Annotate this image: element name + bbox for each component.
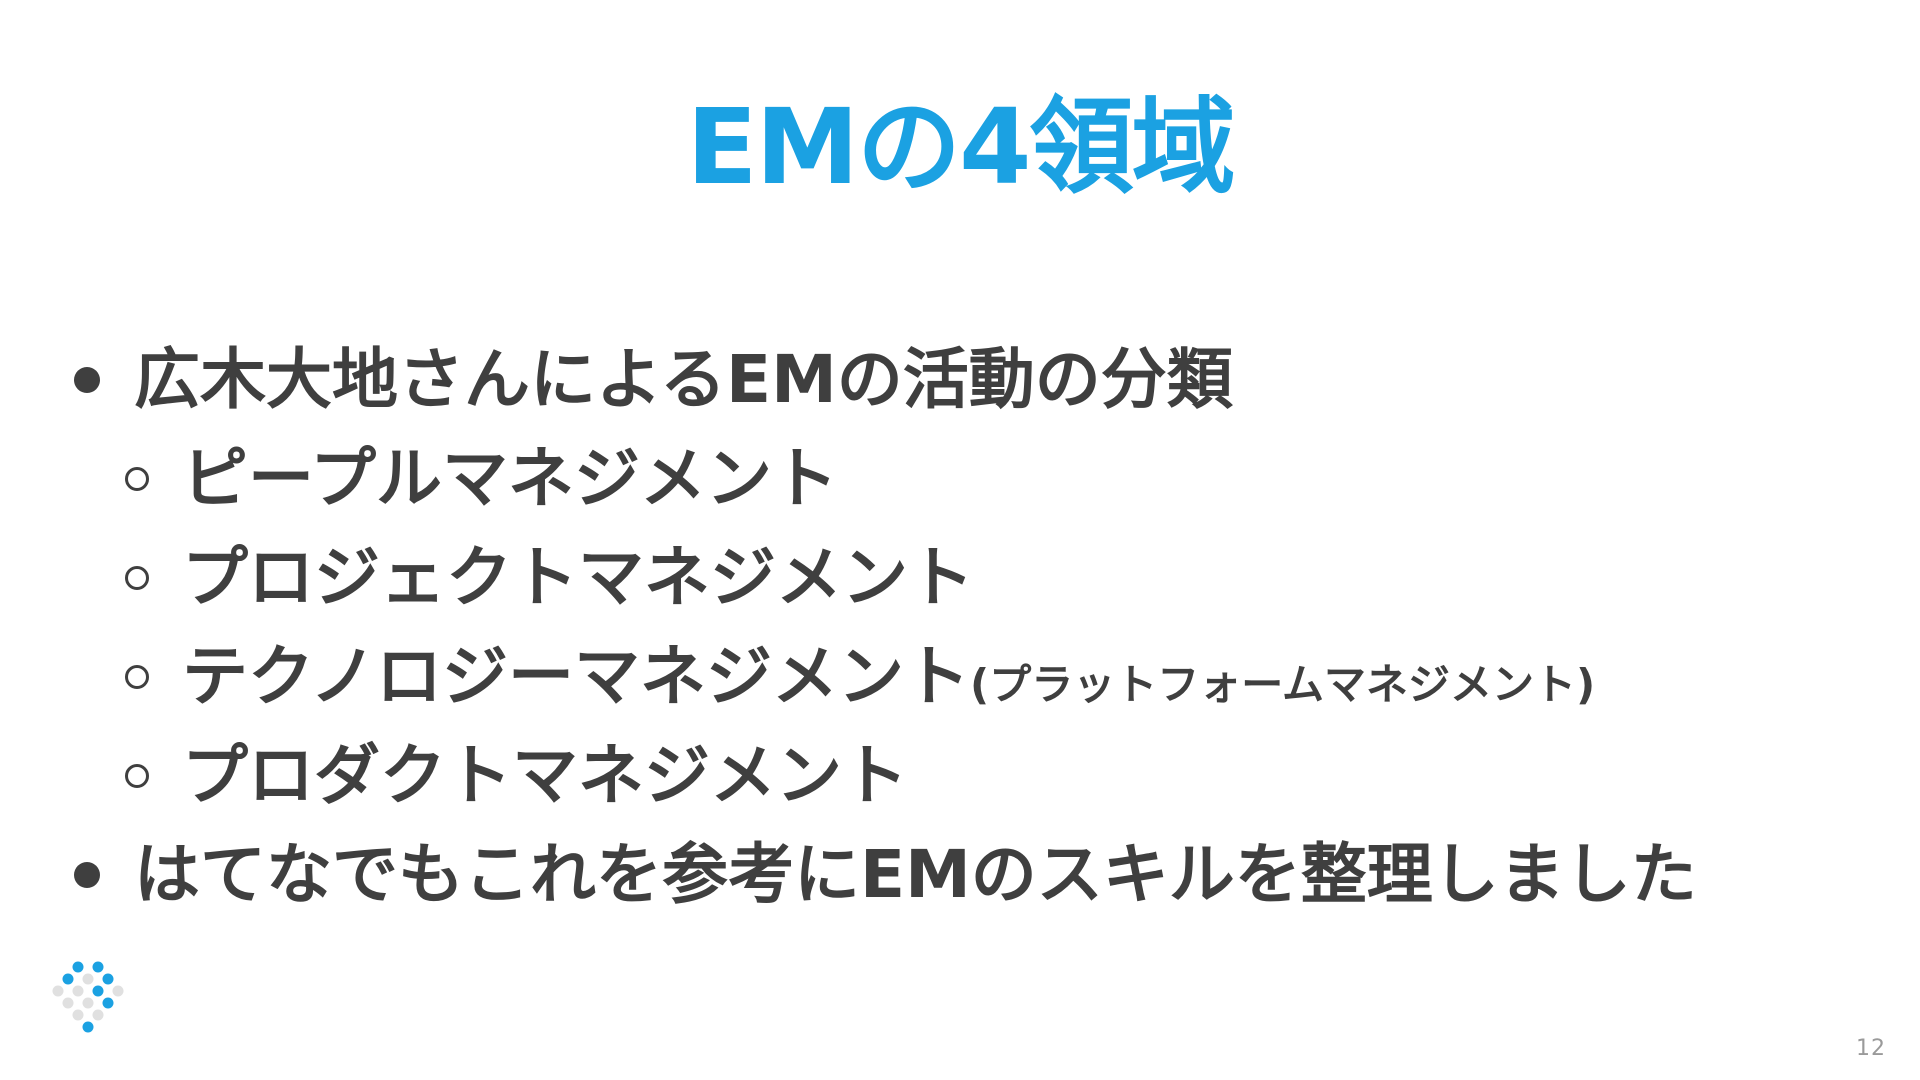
sub-bullet-item: ピープルマネジメント (0, 429, 1920, 528)
logo-dot (52, 985, 64, 997)
logo-dot (72, 985, 84, 997)
logo-dot (72, 961, 84, 973)
logo-dot (102, 973, 114, 985)
sub-bullet-text-with-suffix: テクノロジーマネジメント(プラットフォームマネジメント) (182, 627, 1595, 734)
sub-bullet-item: プロダクトマネジメント (0, 726, 1920, 825)
sub-bullet-suffix: (プラットフォームマネジメント) (970, 660, 1596, 709)
hollow-bullet-icon (122, 726, 152, 825)
bullet-text: 広木大地さんによるEMの活動の分類 (134, 341, 1233, 418)
logo-dot (82, 1021, 94, 1033)
dot-matrix-logo-icon (52, 961, 124, 1033)
logo-dot (92, 985, 104, 997)
logo-dot (102, 997, 114, 1009)
logo-dot (82, 973, 94, 985)
sub-bullet-main-text: テクノロジーマネジメント (182, 638, 971, 715)
filled-bullet-icon (72, 330, 102, 429)
hollow-bullet-icon (122, 429, 152, 528)
filled-bullet-icon (72, 825, 102, 924)
logo-dot (62, 997, 74, 1009)
bullet-text: はてなでもこれを参考にEMのスキルを整理しました (134, 836, 1697, 913)
bullet-item: 広木大地さんによるEMの活動の分類 (0, 330, 1920, 429)
sub-bullet-text: ピープルマネジメント (182, 440, 839, 517)
logo-dot (82, 997, 94, 1009)
hollow-bullet-icon (122, 528, 152, 627)
logo-dot (62, 973, 74, 985)
sub-bullet-item: テクノロジーマネジメント(プラットフォームマネジメント) (0, 627, 1920, 726)
sub-bullet-text: プロダクトマネジメント (182, 737, 908, 814)
logo-dots (52, 961, 124, 1033)
logo-dot (72, 1009, 84, 1021)
logo-dot (112, 985, 124, 997)
page-number: 12 (1856, 1036, 1886, 1061)
sub-bullet-item: プロジェクトマネジメント (0, 528, 1920, 627)
hollow-bullet-icon (122, 627, 152, 726)
sub-bullet-text: プロジェクトマネジメント (182, 539, 974, 616)
slide-title: EMの4領域 (686, 86, 1236, 208)
bullet-item: はてなでもこれを参考にEMのスキルを整理しました (0, 825, 1920, 924)
bullet-list: 広木大地さんによるEMの活動の分類 ピープルマネジメント プロジェクトマネジメン… (0, 330, 1920, 924)
logo-dot (92, 961, 104, 973)
logo-dot (92, 1009, 104, 1021)
